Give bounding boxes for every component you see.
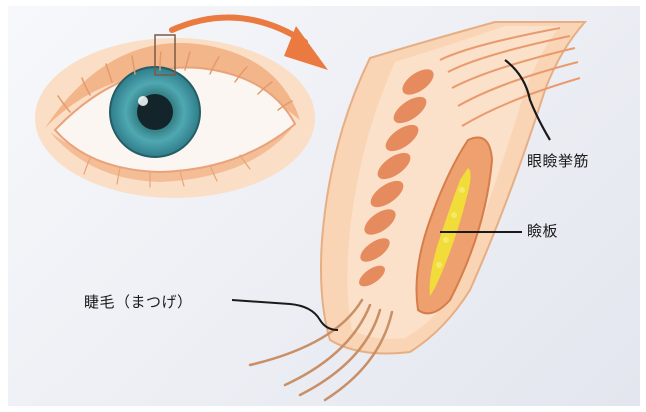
eyelid-cross-section bbox=[250, 22, 585, 400]
label-levator-muscle: 眼瞼挙筋 bbox=[527, 150, 589, 171]
label-tarsal-plate: 瞼板 bbox=[527, 220, 558, 241]
label-eyelash: 睫毛（まつげ） bbox=[84, 291, 193, 312]
eye-front-view bbox=[35, 35, 315, 198]
eye-highlight bbox=[138, 96, 148, 106]
